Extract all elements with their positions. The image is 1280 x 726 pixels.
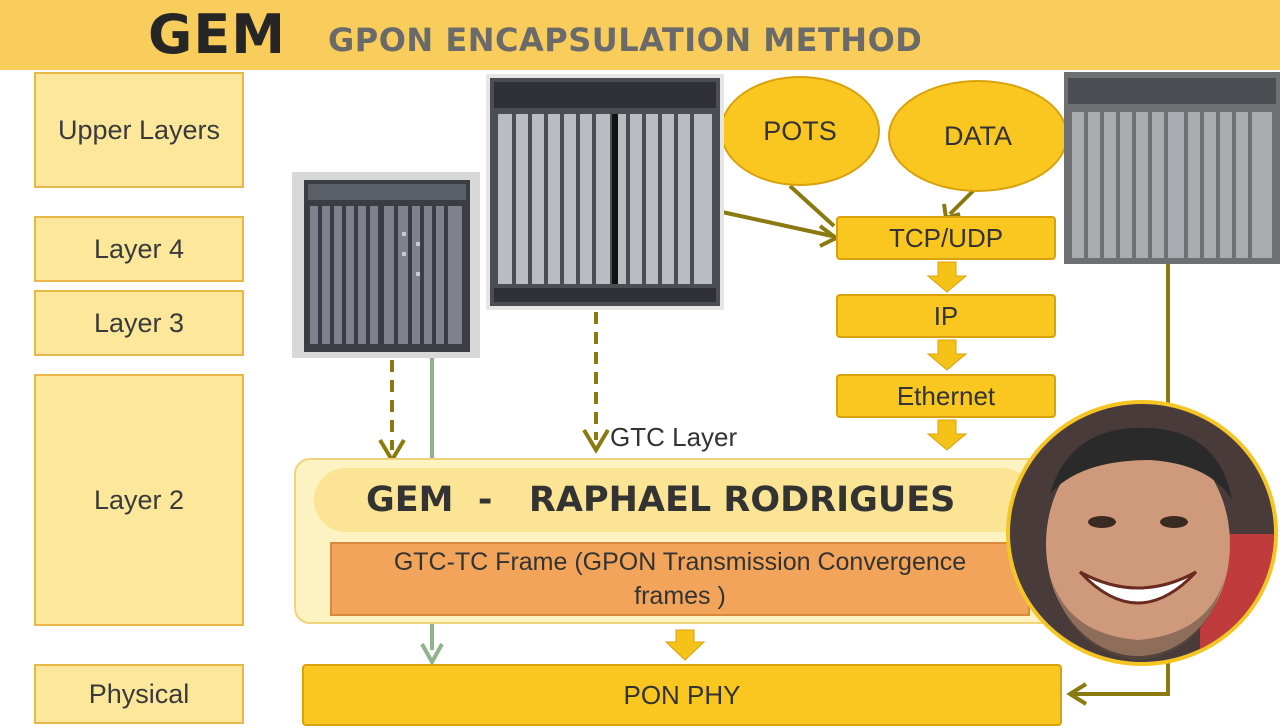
layer-label: Layer 2 — [93, 484, 185, 515]
ethernet-label: Ethernet — [896, 380, 996, 411]
olt-chassis-photo-center — [486, 74, 724, 310]
page-title: GEM — [148, 3, 286, 66]
data-ellipse: DATA — [888, 80, 1068, 192]
down-arrow-icon — [926, 261, 968, 293]
tcp-udp-label: TCP/UDP — [888, 222, 1004, 253]
layer-label: Physical — [88, 678, 190, 709]
olt-chassis-photo-small — [292, 172, 480, 358]
gem-author-banner: GEM - RAPHAEL RODRIGUES — [314, 468, 1034, 532]
pots-to-tcp-arrow — [788, 184, 836, 228]
gtc-layer-label: GTC Layer — [610, 422, 738, 452]
olt-chassis-image — [304, 180, 470, 352]
olt-chassis-image — [1064, 72, 1280, 264]
pots-ellipse: POTS — [720, 76, 880, 186]
layer-3: Layer 3 — [34, 290, 244, 356]
layer-physical: Physical — [34, 664, 244, 724]
layer-label: Layer 4 — [93, 233, 185, 264]
data-to-tcp-arrow — [948, 188, 976, 216]
title-banner — [0, 0, 1280, 70]
presenter-photo — [1010, 404, 1274, 662]
ip-box: IP — [836, 294, 1056, 338]
gtc-tc-frame-box: GTC-TC Frame (GPON Transmission Converge… — [330, 542, 1030, 616]
layer-label: Layer 3 — [93, 307, 185, 338]
green-arrowhead — [420, 643, 444, 667]
layer-label: Upper Layers — [57, 114, 221, 145]
down-arrow-icon — [664, 629, 706, 661]
data-label: DATA — [943, 120, 1012, 151]
olt-chassis-photo-right — [1064, 72, 1280, 264]
ethernet-box: Ethernet — [836, 374, 1056, 418]
pon-phy-box: PON PHY — [302, 664, 1062, 726]
pon-phy-label: PON PHY — [623, 679, 741, 710]
pots-label: POTS — [763, 115, 837, 146]
layer-4: Layer 4 — [34, 216, 244, 282]
chassis-to-tcp-arrow — [721, 210, 833, 238]
ip-label: IP — [933, 300, 959, 331]
presenter-avatar — [1006, 400, 1278, 666]
gtc-frame-line2: frames ) — [634, 582, 726, 610]
down-arrow-icon — [926, 419, 968, 451]
gtc-frame-line1: GTC-TC Frame (GPON Transmission Converge… — [393, 548, 967, 576]
down-arrow-icon — [926, 339, 968, 371]
page-subtitle: GPON ENCAPSULATION METHOD — [328, 21, 923, 59]
layer-upper-layers: Upper Layers — [34, 72, 244, 188]
olt-chassis-image — [490, 78, 720, 306]
tcp-udp-box: TCP/UDP — [836, 216, 1056, 260]
layer-2: Layer 2 — [34, 374, 244, 626]
